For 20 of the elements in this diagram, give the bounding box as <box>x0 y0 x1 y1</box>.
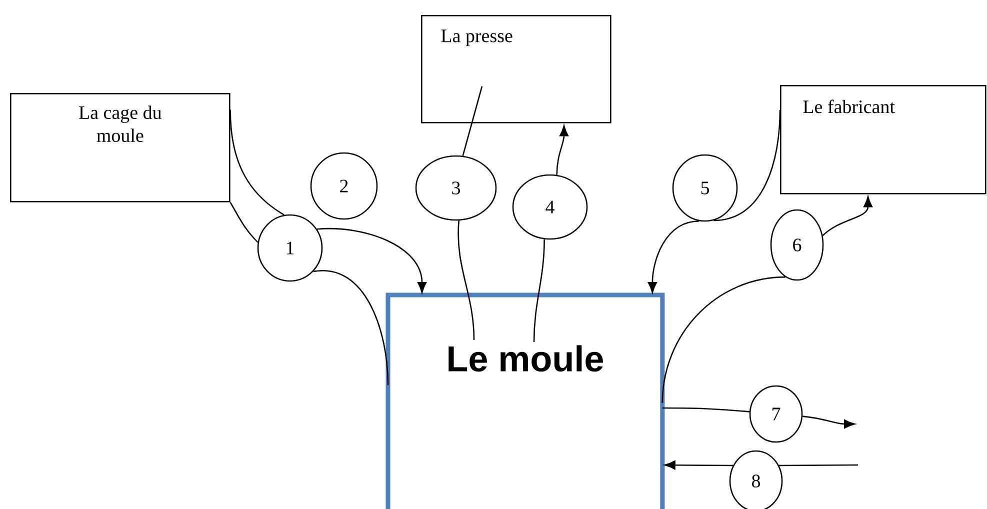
connector-line <box>662 276 786 404</box>
connector-line <box>313 270 389 386</box>
actor-box: Le fabricant <box>780 85 986 194</box>
connector-line <box>662 407 750 412</box>
actor-box: La presse <box>421 15 612 124</box>
arrow <box>802 416 856 428</box>
connector-line <box>714 110 781 222</box>
connector-line <box>230 202 258 243</box>
arrow <box>664 460 734 470</box>
connector-line <box>533 239 545 342</box>
actor-box: La cage du moule <box>10 93 230 202</box>
arrow <box>648 220 700 294</box>
arrow <box>822 196 873 236</box>
arrow <box>316 228 426 294</box>
arrow <box>556 125 568 175</box>
connector-line <box>779 464 858 466</box>
product-box: Le moule <box>386 292 665 509</box>
connector-line <box>462 86 483 156</box>
connector-line <box>458 220 475 340</box>
connector-line <box>230 110 285 216</box>
